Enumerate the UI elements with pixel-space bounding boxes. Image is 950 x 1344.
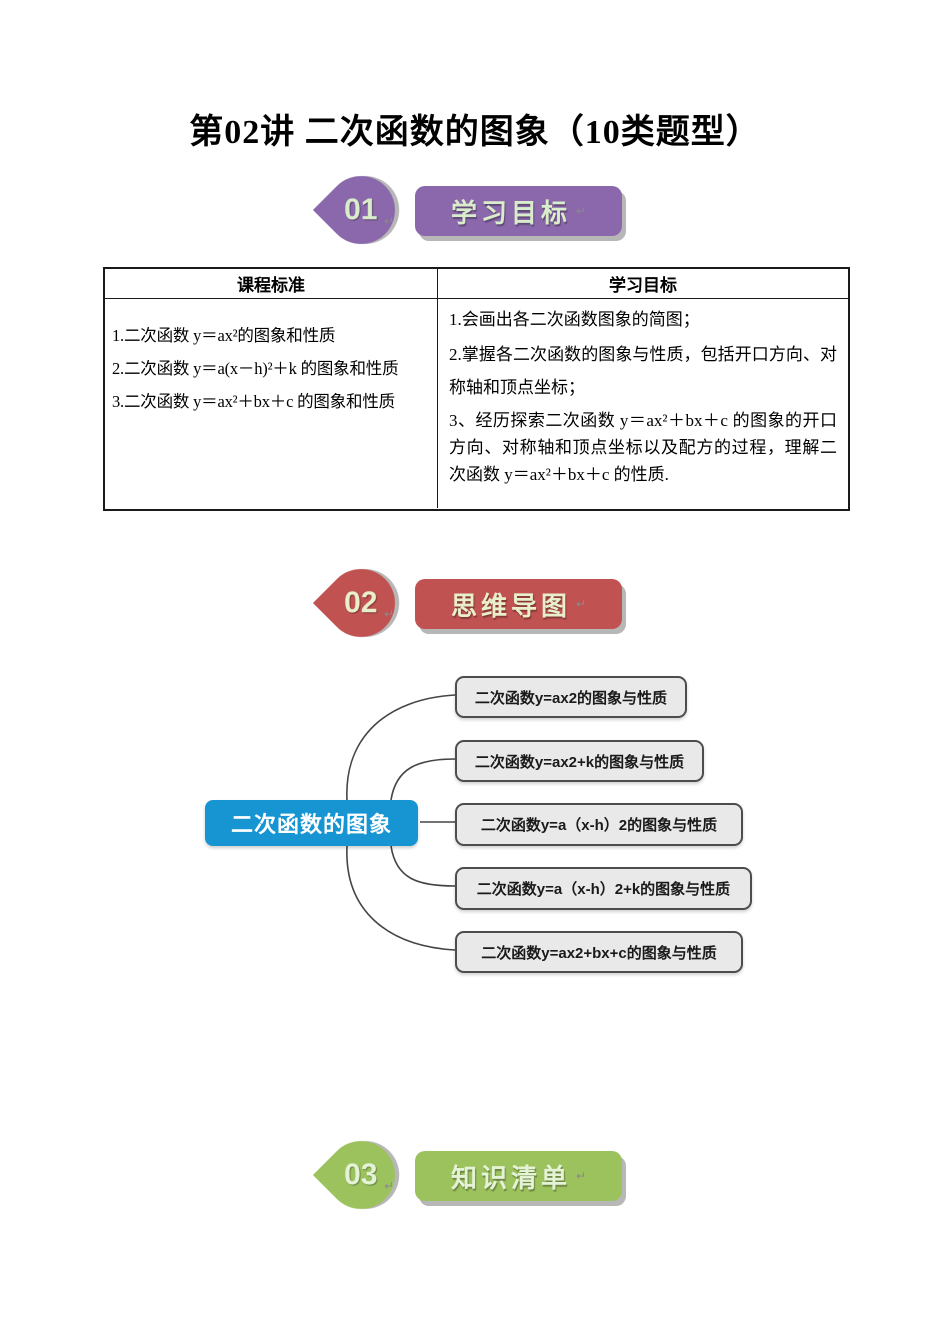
section-02-number-badge: 02	[312, 554, 410, 652]
mindmap-branch-node: 二次函数y=ax2+k的图象与性质	[455, 740, 704, 782]
section-03-number-badge: 03	[312, 1126, 410, 1224]
table-header-row: 课程标准 学习目标	[105, 269, 848, 299]
page-title: 第02讲 二次函数的图象（10类题型）	[189, 114, 761, 151]
mindmap-connector	[346, 845, 456, 951]
table-header-goals: 学习目标	[437, 269, 848, 298]
paragraph-mark: ↵	[575, 204, 587, 218]
goal-item: 1.会画出各二次函数图象的简图；	[449, 310, 700, 329]
section-title-label: 学习目标	[450, 197, 571, 228]
mindmap-root-node: 二次函数的图象	[205, 800, 418, 846]
section-01-number-badge: 01	[312, 161, 410, 259]
goal-item: 3、经历探索二次函数 y＝ax²＋bx＋c 的图象的开口方向、对称轴和顶点坐标以…	[449, 411, 837, 484]
table-body-row: 1.二次函数 y＝ax²的图象和性质 2.二次函数 y＝a(x－h)²＋k 的图…	[105, 299, 848, 508]
section-number: 03	[344, 1158, 378, 1191]
curriculum-item: 2.二次函数 y＝a(x－h)²＋k 的图象和性质	[112, 359, 399, 378]
goals-cell: 1.会画出各二次函数图象的简图； 2.掌握各二次函数的图象与性质，包括开口方向、…	[437, 299, 848, 508]
section-number: 01	[344, 193, 378, 226]
mindmap-branch-node: 二次函数y=a（x-h）2的图象与性质	[455, 803, 743, 846]
mindmap-connector	[390, 758, 456, 801]
mindmap-connector	[390, 845, 456, 887]
section-title-label: 思维导图	[450, 590, 571, 621]
section-03-title-bar: 知识清单 ↵	[415, 1151, 622, 1201]
curriculum-item: 3.二次函数 y＝ax²＋bx＋c 的图象和性质	[112, 392, 395, 411]
mindmap-branch-node: 二次函数y=a（x-h）2+k的图象与性质	[455, 867, 752, 910]
section-number: 02	[344, 586, 378, 619]
goal-item: 2.掌握各二次函数的图象与性质，包括开口方向、对称轴和顶点坐标；	[449, 345, 837, 397]
paragraph-mark: ↵	[384, 1179, 395, 1193]
table-header-curriculum: 课程标准	[237, 276, 305, 295]
paragraph-mark: ↵	[384, 607, 395, 621]
curriculum-item: 1.二次函数 y＝ax²的图象和性质	[112, 326, 336, 345]
paragraph-mark: ↵	[575, 1169, 587, 1183]
section-title-label: 知识清单	[450, 1162, 571, 1193]
objectives-table: 课程标准 学习目标 1.二次函数 y＝ax²的图象和性质 2.二次函数 y＝a(…	[103, 267, 850, 511]
mindmap-branch-node: 二次函数y=ax2的图象与性质	[455, 676, 687, 718]
curriculum-cell: 1.二次函数 y＝ax²的图象和性质 2.二次函数 y＝a(x－h)²＋k 的图…	[105, 299, 437, 508]
section-01-title-bar: 学习目标 ↵	[415, 186, 622, 236]
paragraph-mark: ↵	[575, 597, 587, 611]
paragraph-mark: ↵	[384, 214, 395, 228]
mindmap-branch-node: 二次函数y=ax2+bx+c的图象与性质	[455, 931, 743, 973]
mindmap-connector	[346, 694, 456, 801]
section-02-title-bar: 思维导图 ↵	[415, 579, 622, 629]
